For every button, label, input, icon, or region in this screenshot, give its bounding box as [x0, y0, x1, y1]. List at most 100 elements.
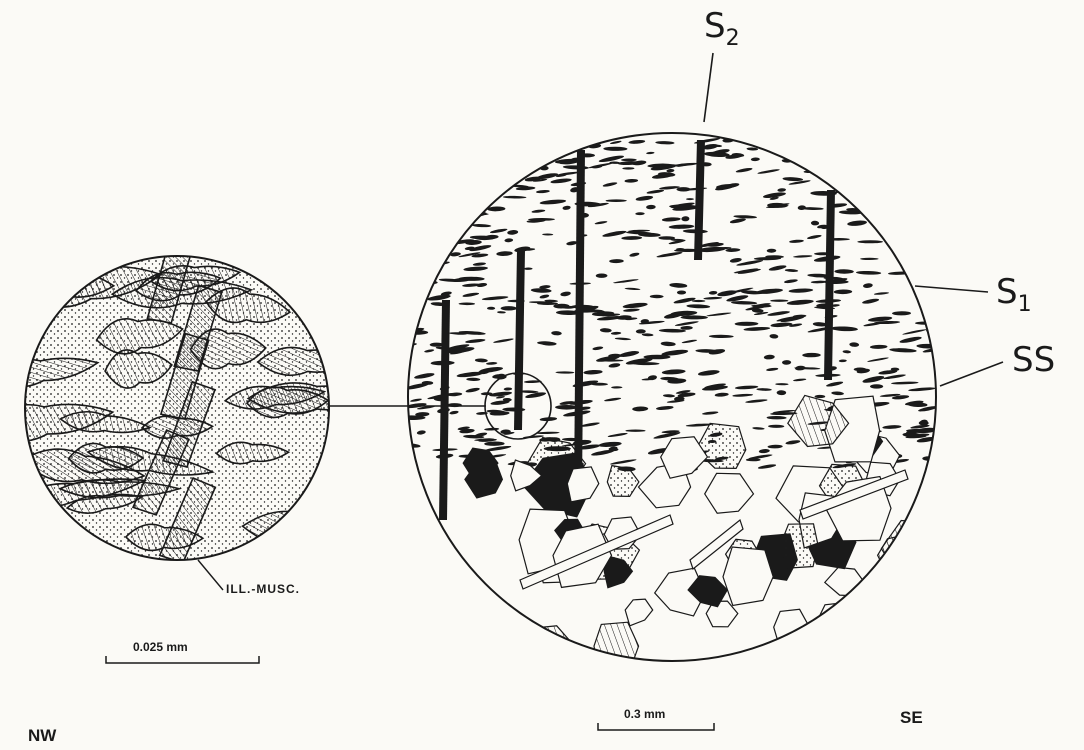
- mica-flake: [479, 147, 491, 151]
- mica-flake: [537, 144, 562, 149]
- mica-flake: [929, 318, 937, 321]
- mica-flake: [883, 207, 896, 212]
- mica-flake: [852, 147, 871, 152]
- mica-flake: [822, 174, 848, 179]
- mineral-grain: [825, 605, 876, 650]
- mineral-grain: [814, 602, 873, 657]
- mica-flake: [770, 300, 788, 302]
- mica-flake: [862, 194, 882, 199]
- mica-flake: [433, 160, 459, 165]
- mica-flake: [432, 140, 443, 142]
- mica-flake: [922, 309, 938, 314]
- ss-label: SS: [1012, 340, 1055, 380]
- mica-flake: [902, 193, 914, 197]
- mica-flake: [455, 147, 481, 153]
- mica-flake: [896, 214, 910, 218]
- mica-flake: [398, 212, 425, 218]
- mica-flake: [866, 177, 875, 181]
- mica-flake: [843, 151, 858, 157]
- ss-leader: [940, 362, 1003, 386]
- mica-flake: [930, 186, 949, 191]
- mica-flake: [883, 138, 903, 142]
- scale-label-small: 0.025 mm: [133, 640, 188, 654]
- mica-flake: [410, 200, 428, 205]
- mica-flake: [412, 196, 427, 204]
- mica-flake: [435, 204, 446, 208]
- mica-flake: [449, 207, 473, 214]
- mica-flake: [866, 190, 894, 196]
- mica-flake: [547, 139, 558, 142]
- mica-flake: [404, 221, 426, 226]
- mica-flake: [924, 236, 943, 242]
- magnified-view-circle: [0, 236, 387, 570]
- mica-flake: [432, 146, 455, 153]
- mica-flake: [872, 181, 882, 184]
- s1-leader: [915, 286, 988, 292]
- mica-flake: [882, 227, 909, 235]
- mica-blade: [242, 509, 381, 550]
- mica-flake: [455, 167, 465, 173]
- mica-flake: [803, 159, 819, 165]
- mica-flake: [460, 162, 475, 167]
- mica-flake: [446, 192, 464, 197]
- mica-flake: [523, 145, 540, 148]
- mineral-leader: [198, 560, 223, 590]
- mica-flake: [487, 146, 513, 154]
- mica-flake: [917, 258, 940, 264]
- mica-flake: [415, 250, 426, 254]
- thin-section-circle: [398, 133, 953, 673]
- mica-flake: [907, 151, 934, 157]
- mica-flake: [917, 240, 929, 245]
- mica-flake: [412, 277, 433, 281]
- mica-flake: [428, 142, 445, 146]
- s2-label: S2: [704, 6, 740, 46]
- mica-flake: [422, 208, 443, 211]
- mica-flake: [499, 160, 519, 163]
- mica-flake: [417, 209, 428, 212]
- mica-flake: [833, 157, 846, 162]
- scale-bar-small: [106, 656, 259, 663]
- mica-flake: [686, 198, 694, 200]
- mica-flake: [422, 179, 448, 183]
- mica-flake: [895, 218, 918, 225]
- mica-flake: [436, 242, 454, 247]
- mica-flake: [920, 293, 948, 303]
- mica-flake: [555, 405, 578, 410]
- mica-flake: [907, 215, 933, 221]
- mica-flake: [932, 190, 941, 195]
- s1-label: S1: [996, 272, 1032, 312]
- mica-flake: [476, 139, 496, 146]
- mica-flake: [904, 268, 917, 274]
- mica-flake: [413, 211, 433, 218]
- mineral-grain: [886, 538, 946, 588]
- mica-flake: [932, 308, 941, 312]
- mica-flake: [881, 206, 891, 208]
- scale-label-large: 0.3 mm: [624, 707, 665, 721]
- mica-flake: [504, 150, 523, 154]
- mica-flake: [424, 247, 444, 255]
- mica-flake: [420, 203, 439, 209]
- mica-flake: [499, 165, 513, 170]
- nw-label: NW: [28, 726, 56, 746]
- mica-flake: [926, 300, 942, 304]
- mica-flake: [501, 160, 525, 168]
- mica-flake: [916, 167, 930, 172]
- mica-flake: [432, 171, 458, 176]
- mineral-label: ILL.-MUSC.: [226, 582, 300, 596]
- mica-flake: [835, 164, 858, 171]
- mineral-grain: [780, 524, 818, 568]
- mineral-grain: [848, 614, 896, 673]
- mica-flake: [464, 197, 480, 200]
- mica-flake: [532, 154, 543, 158]
- mica-flake: [890, 179, 905, 185]
- mica-flake: [916, 196, 941, 202]
- mica-flake: [462, 191, 489, 201]
- mica-flake: [435, 178, 456, 185]
- mica-flake: [429, 146, 437, 151]
- mica-flake: [815, 151, 829, 157]
- mica-flake: [625, 430, 645, 432]
- mica-flake: [896, 177, 922, 185]
- mica-flake: [927, 323, 945, 328]
- s2-leader: [704, 53, 713, 122]
